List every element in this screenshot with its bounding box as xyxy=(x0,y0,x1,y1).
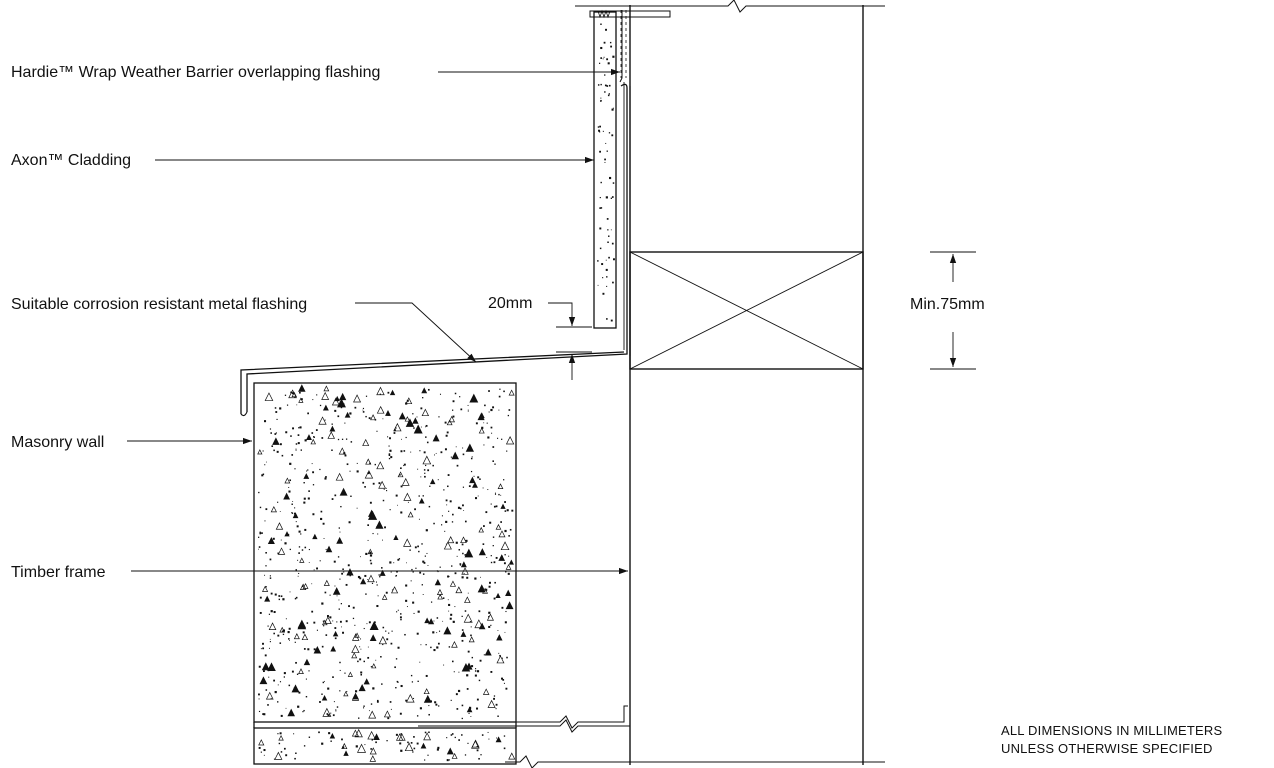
label-cladding: Axon™ Cladding xyxy=(11,152,131,169)
axon-cladding-panel xyxy=(589,9,671,329)
timber-frame xyxy=(505,0,885,768)
label-timber: Timber frame xyxy=(11,564,106,581)
lap-dimension xyxy=(930,251,976,370)
weather-barrier xyxy=(619,10,625,350)
dimension-gap-label: 20mm xyxy=(488,295,532,312)
note-line-1: ALL DIMENSIONS IN MILLIMETERS xyxy=(1001,723,1222,738)
label-masonry: Masonry wall xyxy=(11,434,104,451)
nogging-block xyxy=(629,251,864,370)
label-flashing: Suitable corrosion resistant metal flash… xyxy=(11,296,307,313)
leaders xyxy=(127,68,628,575)
gap-dimension xyxy=(548,302,592,380)
masonry-wall xyxy=(253,382,517,765)
dimension-lap-label: Min.75mm xyxy=(910,296,985,313)
masonry-speckle xyxy=(257,384,516,762)
cladding-speckle xyxy=(597,23,615,322)
base-tie xyxy=(418,705,630,733)
label-weather-barrier: Hardie™ Wrap Weather Barrier overlapping… xyxy=(11,64,380,81)
metal-flashing xyxy=(240,83,631,417)
note-line-2: UNLESS OTHERWISE SPECIFIED xyxy=(1001,741,1213,756)
